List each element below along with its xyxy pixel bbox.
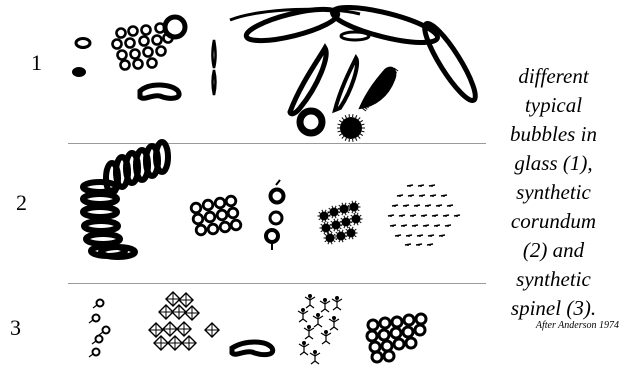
spinel-dendritic-inclusions: [298, 294, 342, 364]
glass-solid-bubble: [72, 67, 86, 77]
caption-line: spinel (3).: [488, 294, 619, 323]
spinel-bubble-cluster: [367, 314, 426, 362]
caption-line: synthetic: [488, 178, 619, 207]
caption-line: glass (1),: [488, 149, 619, 178]
glass-bubbles-group: [72, 0, 482, 142]
glass-teardrop-bubble-dark: [360, 68, 395, 108]
caption-line: corundum: [488, 207, 619, 236]
glass-small-bubble: [76, 39, 90, 48]
glass-small-flat-bubble: [341, 32, 369, 40]
figure-credit: After Anderson 1974: [482, 320, 619, 331]
glass-dark-bubble-bottom: [340, 117, 362, 139]
caption-line: (2) and: [488, 236, 619, 265]
glass-large-ring-bubble: [165, 17, 185, 37]
glass-teardrop-bubble-left: [290, 48, 326, 114]
glass-teardrop-bubble-middle: [335, 58, 357, 110]
caption-line: bubbles in: [488, 120, 619, 149]
corundum-bubble-cluster: [191, 196, 241, 235]
caption-line: typical: [488, 91, 619, 120]
glass-flat-bubble-right: [418, 19, 483, 106]
glass-needle-bubble-lower: [213, 70, 216, 95]
spinel-negative-crystals: [149, 292, 219, 350]
spinel-bubbles-group: [89, 292, 426, 364]
spinel-elongated-bubble: [232, 342, 273, 355]
corundum-dust-cloud: [388, 185, 460, 246]
caption-line: different: [488, 62, 619, 91]
corundum-dark-bubble-cluster: [318, 201, 363, 244]
glass-ring-bubble-bottom: [300, 111, 322, 133]
corundum-bead-bubbles: [266, 180, 284, 250]
glass-elongated-bubble: [140, 85, 179, 98]
caption-line: synthetic: [488, 265, 619, 294]
corundum-bubbles-group: [83, 139, 460, 257]
spinel-small-bubbles: [89, 300, 110, 358]
glass-needle-bubble-upper: [213, 40, 216, 68]
